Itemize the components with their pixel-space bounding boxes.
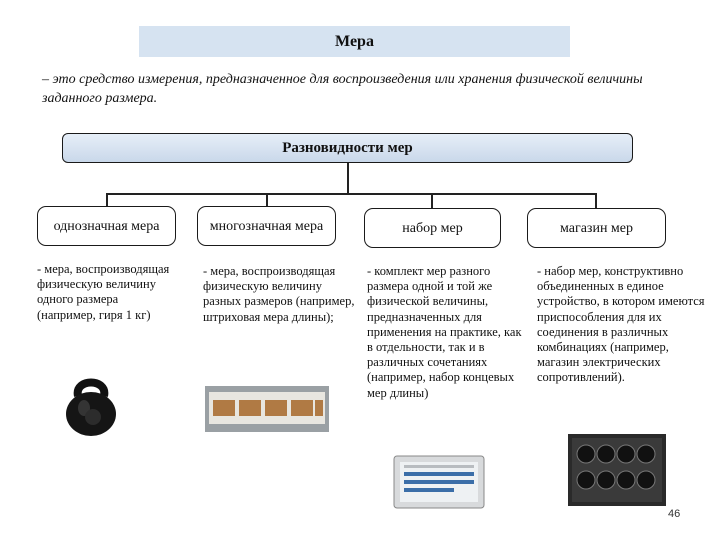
resistance-box-image bbox=[566, 432, 668, 508]
desc-magazine: - набор мер, конструктивно объединенных … bbox=[537, 264, 705, 385]
page-number: 46 bbox=[668, 508, 681, 520]
connector-trunk bbox=[347, 163, 349, 194]
desc-set: - комплект мер разного размера одной и т… bbox=[367, 264, 522, 400]
connector-branch-4 bbox=[595, 193, 597, 208]
desc-multi: - мера, воспроизводящая физическую велич… bbox=[203, 264, 355, 324]
type-box-multi: многозначная мера bbox=[197, 206, 336, 246]
type-box-magazine: магазин мер bbox=[527, 208, 666, 248]
type-box-set: набор мер bbox=[364, 208, 501, 248]
definition-text: – это средство измерения, предназначенно… bbox=[42, 72, 643, 106]
connector-branch-1 bbox=[106, 193, 108, 206]
types-header: Разновидности мер bbox=[62, 133, 633, 163]
gauge-block-set-image bbox=[392, 450, 486, 510]
connector-branch-3 bbox=[431, 193, 433, 208]
page-title: Мера bbox=[139, 26, 570, 57]
desc-single: - мера, воспроизводящая физическую велич… bbox=[37, 262, 170, 322]
type-box-single: однозначная мера bbox=[37, 206, 176, 246]
connector-bar bbox=[106, 193, 596, 195]
line-measure-image bbox=[205, 386, 329, 432]
kettlebell-image bbox=[60, 372, 122, 438]
connector-branch-2 bbox=[266, 193, 268, 206]
